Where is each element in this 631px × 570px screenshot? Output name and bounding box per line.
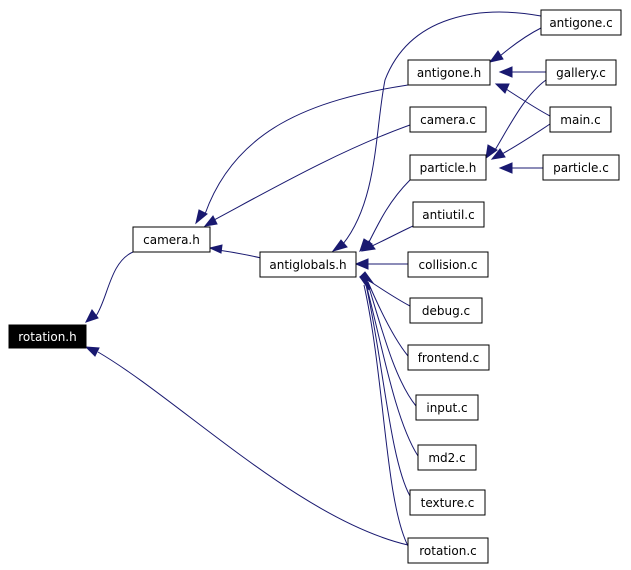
node-label: texture.c <box>421 496 475 510</box>
arrowhead-particle-h-2 <box>490 148 506 160</box>
node-label: rotation.c <box>419 544 476 558</box>
node-antigone-h[interactable]: antigone.h <box>407 59 491 86</box>
node-label: collision.c <box>419 258 478 272</box>
edge-camera-h-to-rotation-h <box>95 251 134 317</box>
arrowhead-camera-h-2 <box>203 215 218 227</box>
edge-camera-c-to-camera-h <box>213 124 411 221</box>
node-camera-c[interactable]: camera.c <box>409 106 487 133</box>
edge-antigone-c-to-antigone-h <box>499 27 542 57</box>
node-gallery-c[interactable]: gallery.c <box>545 59 617 86</box>
edge-rotation-c-to-rotation-h <box>97 351 409 546</box>
arrowhead-camera-h-1 <box>208 244 223 254</box>
node-label: main.c <box>560 113 600 127</box>
node-label: md2.c <box>428 451 465 465</box>
arrowhead-antigone-h-3 <box>494 83 510 94</box>
node-label: gallery.c <box>556 66 606 80</box>
arrowhead-antiglobals-h-4 <box>354 258 369 270</box>
node-debug-c[interactable]: debug.c <box>409 297 483 324</box>
edge-main-c-to-antigone-h <box>505 88 551 117</box>
edge-antigone-h-to-camera-h <box>204 84 409 215</box>
edge-particle-h-to-antiglobals-h <box>367 179 411 245</box>
node-input-c[interactable]: input.c <box>415 394 479 421</box>
arrowhead-antigone-h-2 <box>498 66 513 78</box>
arrowhead-camera-h-3 <box>195 209 208 225</box>
node-particle-c[interactable]: particle.c <box>542 154 620 181</box>
arrowhead-particle-h-1 <box>485 144 498 160</box>
edge-gallery-c-to-particle-h <box>494 79 547 151</box>
arrowhead-antiglobals-h-1 <box>331 239 348 252</box>
arrowhead-antiglobals-h-7 <box>359 275 370 291</box>
node-particle-h[interactable]: particle.h <box>409 154 487 181</box>
arrowhead-antigone-h-1 <box>488 50 504 63</box>
edge-frontend-c-to-antiglobals-h <box>367 281 409 357</box>
arrowhead-rotation-h-1 <box>85 309 99 323</box>
edge-antiglobals-h-to-camera-h <box>217 249 262 259</box>
node-label: input.c <box>426 401 467 415</box>
node-label: camera.h <box>143 233 200 247</box>
edge-texture-c-to-antiglobals-h <box>365 284 411 497</box>
graph-edges <box>95 11 551 547</box>
node-collision-c[interactable]: collision.c <box>407 251 489 278</box>
edge-antigone-c-to-antiglobals-h <box>342 11 542 245</box>
node-md2-c[interactable]: md2.c <box>417 444 477 471</box>
node-main-c[interactable]: main.c <box>549 106 612 133</box>
node-label: camera.c <box>420 113 476 127</box>
node-label: particle.c <box>553 161 609 175</box>
edge-main-c-to-particle-h <box>501 123 551 155</box>
arrowhead-particle-h-3 <box>498 162 513 174</box>
node-camera-h[interactable]: camera.h <box>132 226 211 253</box>
node-antiutil-c[interactable]: antiutil.c <box>412 201 485 228</box>
edge-debug-c-to-antiglobals-h <box>367 279 411 307</box>
node-label: antigone.h <box>417 66 481 80</box>
graph-arrowheads <box>84 50 513 357</box>
edge-rotation-c-to-antiglobals-h <box>363 284 409 547</box>
node-label: frontend.c <box>418 351 480 365</box>
arrowhead-rotation-h-2 <box>84 346 100 357</box>
edge-md2-c-to-antiglobals-h <box>365 283 419 457</box>
node-label: antiglobals.h <box>269 258 346 272</box>
graph-nodes: rotation.h camera.h antiglobals.h antigo… <box>8 9 622 564</box>
node-label: antigone.c <box>549 16 612 30</box>
node-label: debug.c <box>422 304 470 318</box>
edge-antiutil-c-to-antiglobals-h <box>371 225 414 247</box>
node-rotation-h[interactable]: rotation.h <box>8 324 87 349</box>
node-rotation-c[interactable]: rotation.c <box>407 537 489 564</box>
arrowhead-antiglobals-h-3 <box>360 240 376 252</box>
node-antiglobals-h[interactable]: antiglobals.h <box>259 251 357 278</box>
node-texture-c[interactable]: texture.c <box>409 489 486 516</box>
node-antigone-c[interactable]: antigone.c <box>540 9 622 36</box>
edge-input-c-to-antiglobals-h <box>367 283 417 407</box>
node-label: rotation.h <box>18 330 76 344</box>
node-label: particle.h <box>420 161 477 175</box>
node-label: antiutil.c <box>422 208 474 222</box>
node-frontend-c[interactable]: frontend.c <box>407 344 490 371</box>
